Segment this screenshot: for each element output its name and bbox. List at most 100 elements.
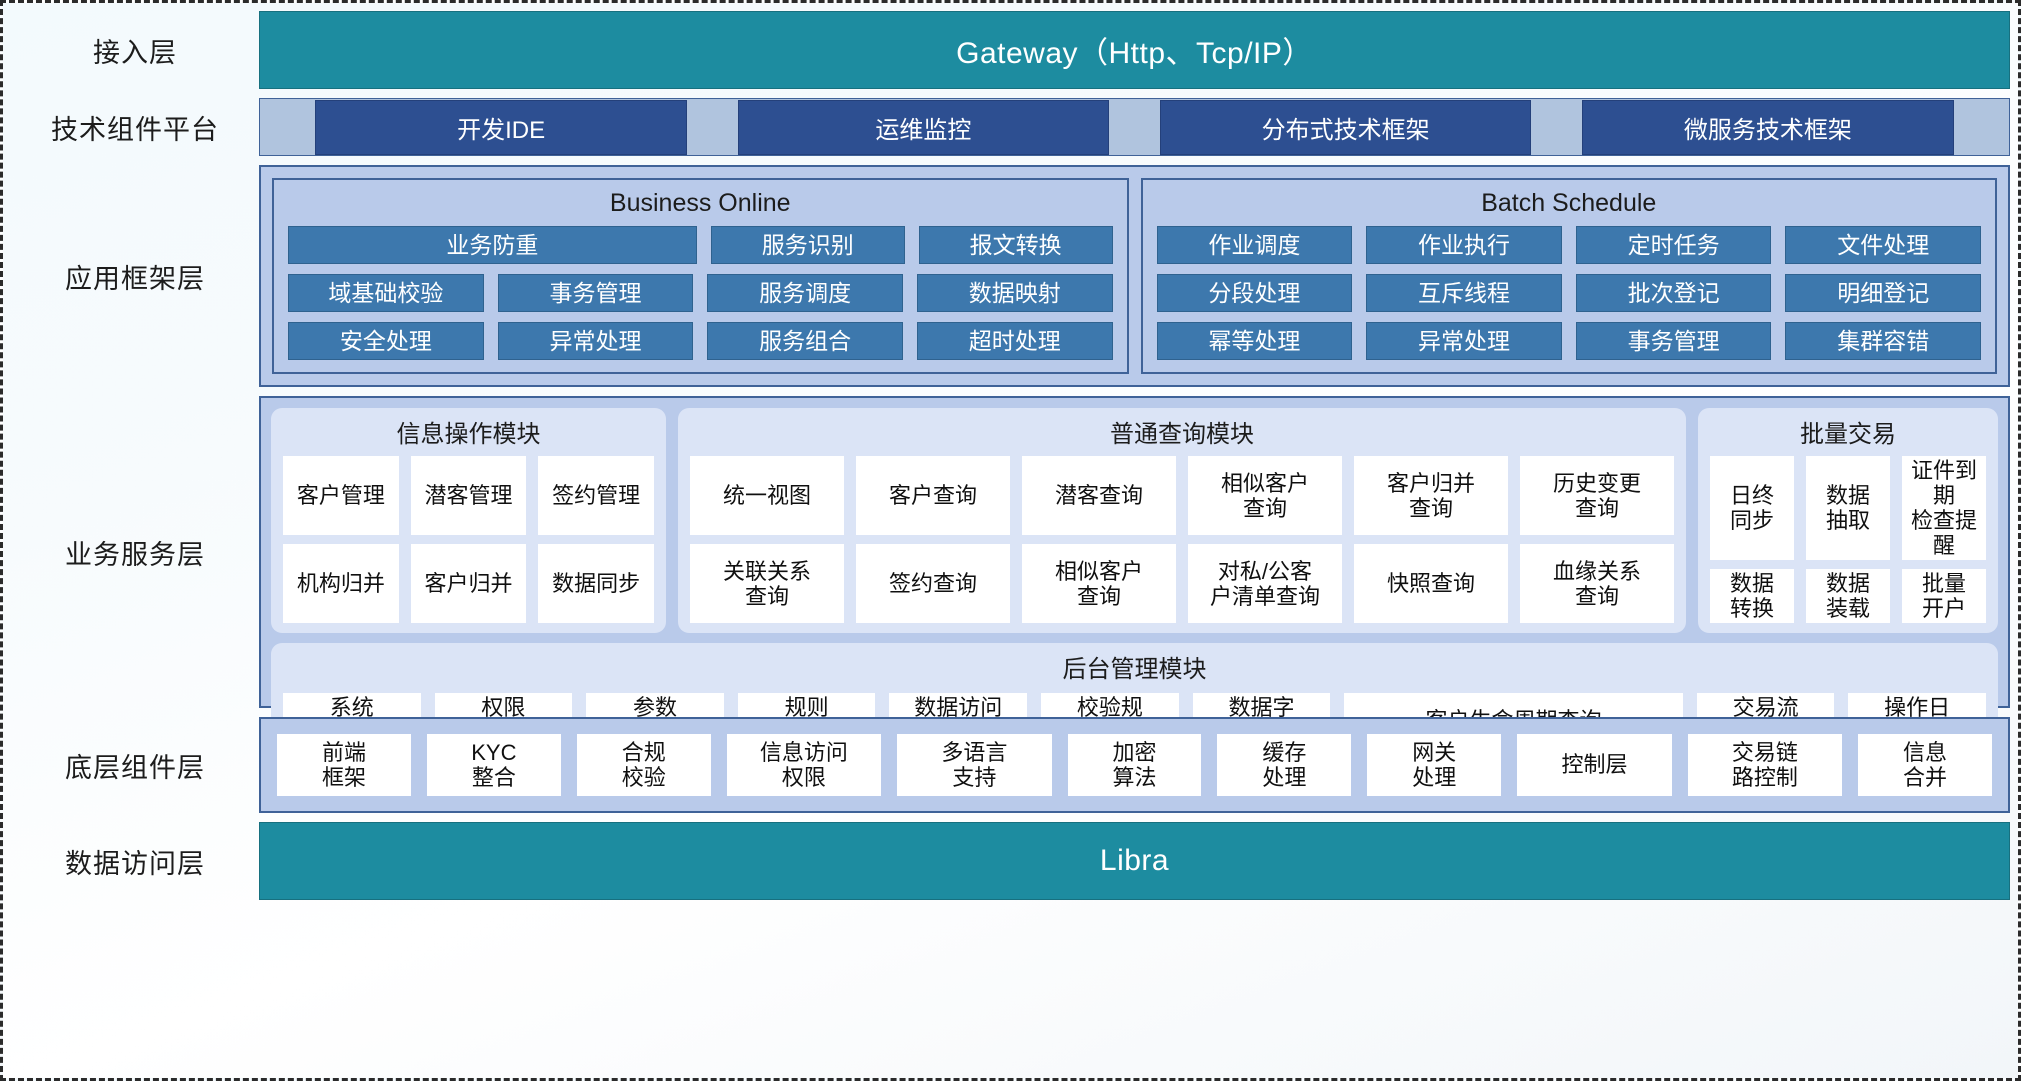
business-module-cell[interactable]: 相似客户查询 (1188, 456, 1342, 536)
libra-bar-text: Libra (1099, 844, 1170, 877)
app-framework-cell[interactable]: 幂等处理 (1156, 322, 1353, 360)
app-framework-cell[interactable]: 服务调度 (707, 274, 903, 312)
app-framework-panel-rows-0: 业务防重服务识别报文转换域基础校验事务管理服务调度数据映射安全处理异常处理服务组… (288, 226, 1113, 360)
app-framework-row: 安全处理异常处理服务组合超时处理 (288, 322, 1113, 360)
app-framework-row: 幂等处理异常处理事务管理集群容错 (1156, 322, 1981, 360)
business-module-cell[interactable]: 潜客查询 (1022, 456, 1176, 536)
layer-label-data-access: 数据访问层 (65, 848, 205, 879)
app-framework-cell[interactable]: 域基础校验 (288, 274, 484, 312)
app-framework-cell[interactable]: 集群容错 (1785, 322, 1981, 360)
base-component-item-3[interactable]: 信息访问权限 (726, 734, 882, 796)
business-module-rows-2: 日终同步数据抽取证件到期检查提醒数据转换数据装载批量开户 (1710, 456, 1986, 624)
app-framework-cell[interactable]: 互斥线程 (1366, 274, 1562, 312)
app-framework-cell[interactable]: 文件处理 (1785, 226, 1981, 264)
business-module-cell[interactable]: 客户归并 (410, 544, 527, 624)
app-framework-cell[interactable]: 服务组合 (707, 322, 903, 360)
app-framework-cell[interactable]: 明细登记 (1785, 274, 1981, 312)
business-module-1: 普通查询模块统一视图客户查询潜客查询相似客户查询客户归并查询历史变更查询关联关系… (678, 408, 1686, 634)
gateway-bar-text: Gateway（Http、Tcp/IP） (956, 37, 1313, 70)
business-module-title-1: 普通查询模块 (1110, 421, 1254, 448)
business-service-top-row: 信息操作模块客户管理潜客管理签约管理机构归并客户归并数据同步普通查询模块统一视图… (271, 408, 1998, 634)
business-module-row: 关联关系查询签约查询相似客户查询对私/公客户清单查询快照查询血缘关系查询 (690, 544, 1674, 624)
business-module-cell[interactable]: 机构归并 (283, 544, 399, 624)
business-module-0: 信息操作模块客户管理潜客管理签约管理机构归并客户归并数据同步 (271, 408, 666, 634)
app-framework-cell[interactable]: 服务识别 (710, 226, 905, 264)
base-component-item-7[interactable]: 网关处理 (1367, 734, 1502, 796)
layer-label-app-framework: 应用框架层 (65, 263, 205, 294)
tech-platform-item-3[interactable]: 微服务技术框架 (1582, 99, 1954, 155)
tech-platform-item-1[interactable]: 运维监控 (737, 99, 1110, 155)
app-framework-row: 域基础校验事务管理服务调度数据映射 (288, 274, 1113, 312)
app-framework-cell[interactable]: 分段处理 (1156, 274, 1353, 312)
base-component-item-2[interactable]: 合规校验 (576, 734, 711, 796)
business-module-row: 机构归并客户归并数据同步 (283, 544, 655, 624)
app-framework-cell[interactable]: 定时任务 (1575, 226, 1772, 264)
business-module-cell[interactable]: 潜客管理 (410, 456, 527, 536)
app-framework-cell[interactable]: 超时处理 (916, 322, 1113, 360)
business-service-band: 信息操作模块客户管理潜客管理签约管理机构归并客户归并数据同步普通查询模块统一视图… (259, 396, 2010, 758)
business-module-cell[interactable]: 客户管理 (283, 456, 399, 536)
business-module-cell[interactable]: 关联关系查询 (690, 544, 844, 624)
base-component-item-0[interactable]: 前端框架 (277, 734, 411, 796)
business-module-cell[interactable]: 数据同步 (538, 544, 655, 624)
business-module-cell[interactable]: 签约查询 (856, 544, 1010, 624)
app-framework-cell[interactable]: 安全处理 (288, 322, 484, 360)
base-component-item-10[interactable]: 信息合并 (1858, 734, 1992, 796)
business-module-title-0: 信息操作模块 (396, 421, 541, 448)
business-module-row: 日终同步数据抽取证件到期检查提醒 (1710, 456, 1986, 561)
business-module-rows-1: 统一视图客户查询潜客查询相似客户查询客户归并查询历史变更查询关联关系查询签约查询… (690, 456, 1674, 624)
business-module-row: 数据转换数据装载批量开户 (1710, 569, 1986, 624)
business-module-cell[interactable]: 历史变更查询 (1520, 456, 1674, 536)
business-module-cell[interactable]: 相似客户查询 (1022, 544, 1176, 624)
app-framework-cell[interactable]: 异常处理 (497, 322, 694, 360)
base-component-item-9[interactable]: 交易链路控制 (1687, 734, 1843, 796)
diagram-grid: 接入层 Gateway（Http、Tcp/IP） 技术组件平台 开发IDE 运维监… (11, 11, 2010, 1070)
app-framework-cell[interactable]: 作业调度 (1156, 226, 1353, 264)
app-framework-panel-1: Batch Schedule 作业调度作业执行定时任务文件处理分段处理互斥线程批次… (1140, 178, 1997, 374)
app-framework-cell[interactable]: 数据映射 (916, 274, 1113, 312)
business-module-cell[interactable]: 统一视图 (690, 456, 844, 536)
business-module-cell[interactable]: 数据装载 (1806, 569, 1890, 624)
business-module-cell[interactable]: 日终同步 (1710, 456, 1794, 561)
app-framework-cell[interactable]: 业务防重 (288, 226, 697, 264)
app-framework-row: 业务防重服务识别报文转换 (288, 226, 1113, 264)
business-module-cell[interactable]: 数据抽取 (1806, 456, 1890, 561)
base-component-item-5[interactable]: 加密算法 (1067, 734, 1202, 796)
gateway-bar: Gateway（Http、Tcp/IP） (259, 11, 2010, 89)
app-framework-row: 分段处理互斥线程批次登记明细登记 (1156, 274, 1981, 312)
business-module-title-2: 批量交易 (1800, 421, 1896, 448)
app-framework-panel-title-1: Batch Schedule (1481, 189, 1657, 217)
layer-label-business-service: 业务服务层 (65, 539, 205, 570)
tech-platform-item-2[interactable]: 分布式技术框架 (1159, 99, 1532, 155)
tech-platform-item-0[interactable]: 开发IDE (315, 99, 687, 155)
business-module-cell[interactable]: 数据转换 (1710, 569, 1794, 624)
base-component-item-4[interactable]: 多语言支持 (897, 734, 1052, 796)
layer-label-tech-platform: 技术组件平台 (51, 114, 219, 145)
base-component-item-8[interactable]: 控制层 (1517, 734, 1672, 796)
business-module-cell[interactable]: 签约管理 (538, 456, 655, 536)
business-module-rows-0: 客户管理潜客管理签约管理机构归并客户归并数据同步 (283, 456, 655, 624)
app-framework-panel-rows-1: 作业调度作业执行定时任务文件处理分段处理互斥线程批次登记明细登记幂等处理异常处理… (1156, 226, 1981, 360)
business-module-cell[interactable]: 客户查询 (856, 456, 1010, 536)
base-component-item-6[interactable]: 缓存处理 (1217, 734, 1352, 796)
app-framework-cell[interactable]: 事务管理 (497, 274, 694, 312)
business-module-cell[interactable]: 客户归并查询 (1354, 456, 1508, 536)
business-module-cell[interactable]: 血缘关系查询 (1520, 544, 1674, 624)
business-module-cell[interactable]: 对私/公客户清单查询 (1188, 544, 1342, 624)
libra-bar: Libra (259, 822, 2010, 900)
app-framework-cell[interactable]: 作业执行 (1366, 226, 1562, 264)
app-framework-cell[interactable]: 事务管理 (1575, 322, 1772, 360)
tech-platform-band: 开发IDE 运维监控分布式技术框架微服务技术框架 (259, 98, 2010, 156)
layer-label-access: 接入层 (93, 37, 177, 68)
app-framework-cell[interactable]: 报文转换 (918, 226, 1113, 264)
business-module-cell[interactable]: 快照查询 (1354, 544, 1508, 624)
app-framework-cell[interactable]: 异常处理 (1366, 322, 1562, 360)
business-module-cell[interactable]: 批量开户 (1902, 569, 1986, 624)
app-framework-cell[interactable]: 批次登记 (1575, 274, 1772, 312)
business-module-cell[interactable]: 证件到期检查提醒 (1902, 456, 1986, 561)
